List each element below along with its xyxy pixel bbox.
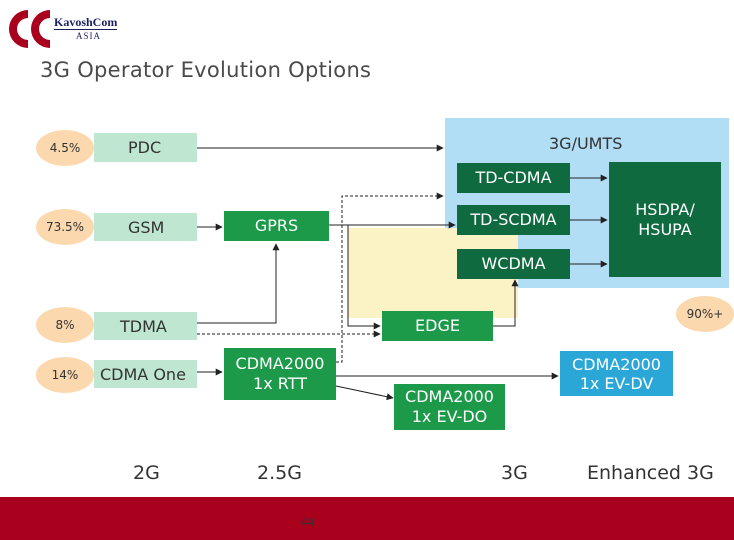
share-pdc: 4.5% (36, 130, 94, 166)
share-cdma-one: 14% (36, 357, 94, 393)
logo-subtitle: ASIA (76, 31, 102, 41)
cdma2000-evdv-box: CDMA2000 1x EV-DV (560, 351, 673, 396)
share-tdma: 8% (36, 307, 94, 343)
gprs-box: GPRS (224, 211, 329, 241)
edge-box: EDGE (382, 311, 493, 341)
kavoshcom-logo-icon (9, 10, 50, 48)
cdma2000-rtt-box: CDMA2000 1x RTT (224, 348, 336, 400)
tdma-box: TDMA (94, 312, 197, 340)
logo-name: KavoshCom (54, 15, 118, 30)
gen-3g-label: 3G (501, 462, 528, 484)
cdma-one-box: CDMA One (94, 360, 197, 388)
hsdpa-hsupa-box: HSDPA/ HSUPA (609, 162, 721, 277)
page-title: 3G Operator Evolution Options (40, 58, 372, 82)
gen-2g-label: 2G (133, 462, 160, 484)
footer-bar (0, 497, 734, 540)
pdc-box: PDC (94, 133, 197, 162)
wcdma-box: WCDMA (457, 249, 570, 279)
share-gsm: 73.5% (36, 209, 94, 245)
gsm-box: GSM (94, 213, 197, 241)
umts-title: 3G/UMTS (549, 134, 623, 153)
share-enhanced: 90%+ (676, 296, 734, 332)
td-scdma-box: TD-SCDMA (457, 205, 570, 235)
page-number: 44 (301, 515, 315, 529)
gen-enhanced-3g-label: Enhanced 3G (587, 462, 714, 484)
cdma2000-evdo-box: CDMA2000 1x EV-DO (394, 384, 505, 430)
gen-2-5g-label: 2.5G (257, 462, 302, 484)
td-cdma-box: TD-CDMA (457, 163, 570, 193)
connector-lines (197, 144, 608, 401)
